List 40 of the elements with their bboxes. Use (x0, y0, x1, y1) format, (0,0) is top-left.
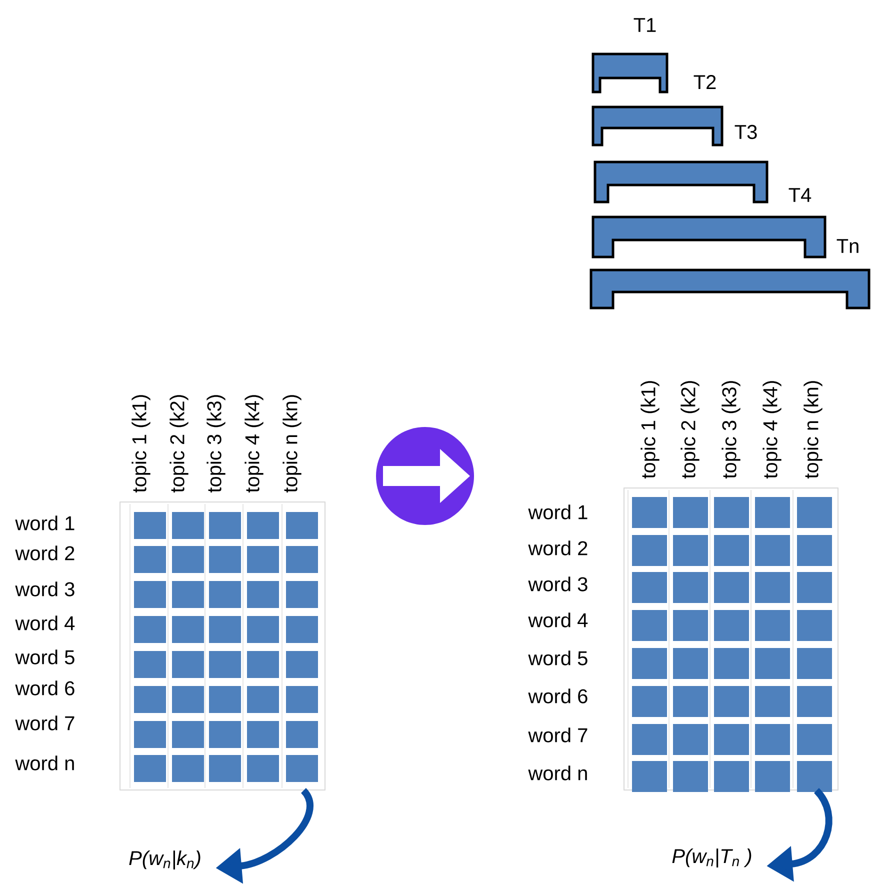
column-header: topic 1 (k1) (640, 381, 660, 478)
row-label: word 6 (15, 680, 74, 696)
bracket-label: T4 (788, 188, 812, 202)
bracket-shape (592, 106, 724, 146)
column-header: topic n (kn) (282, 395, 302, 492)
bracket-label: T1 (634, 18, 656, 32)
column-header: topic 3 (k3) (722, 381, 740, 478)
row-label: word 2 (528, 540, 588, 556)
column-header: topic n (kn) (804, 381, 822, 478)
row-label: word 3 (15, 582, 74, 596)
matrix-drawing (624, 488, 838, 792)
column-header: topic 4 (k4) (762, 381, 782, 478)
row-label: word 7 (15, 716, 74, 730)
column-header: topic 2 (k2) (680, 381, 700, 478)
bracket-label: T3 (734, 124, 757, 140)
row-label: word 2 (15, 546, 74, 560)
row-label: word 5 (528, 650, 588, 666)
bracket-shape (592, 52, 668, 94)
column-header: topic 2 (k2) (170, 395, 188, 492)
row-label: word 1 (528, 504, 588, 520)
row-label: word 7 (528, 728, 588, 742)
bracket-label: Tn (836, 239, 858, 253)
row-label: word 4 (15, 616, 75, 630)
bracket-label: T2 (694, 75, 716, 89)
formula-label: P(w$_{n}$|T$_{n}$ ) (672, 848, 752, 868)
row-label: word 1 (15, 516, 74, 530)
bracket-shape (594, 160, 768, 204)
column-header: topic 4 (k4) (244, 395, 264, 492)
row-label: word 5 (15, 650, 74, 664)
row-label: word n (15, 756, 74, 770)
formula-label: P(w$_{n}$|k$_{n}$) (129, 850, 200, 870)
row-label: word n (528, 766, 587, 780)
matrix-drawing (120, 502, 326, 790)
row-label: word 6 (528, 688, 588, 704)
bracket-shape (590, 268, 870, 310)
row-label: word 4 (528, 612, 588, 628)
column-header: topic 1 (k1) (132, 395, 150, 492)
column-header: topic 3 (k3) (206, 395, 226, 492)
bracket-shape (592, 216, 826, 258)
row-label: word 3 (528, 576, 588, 592)
